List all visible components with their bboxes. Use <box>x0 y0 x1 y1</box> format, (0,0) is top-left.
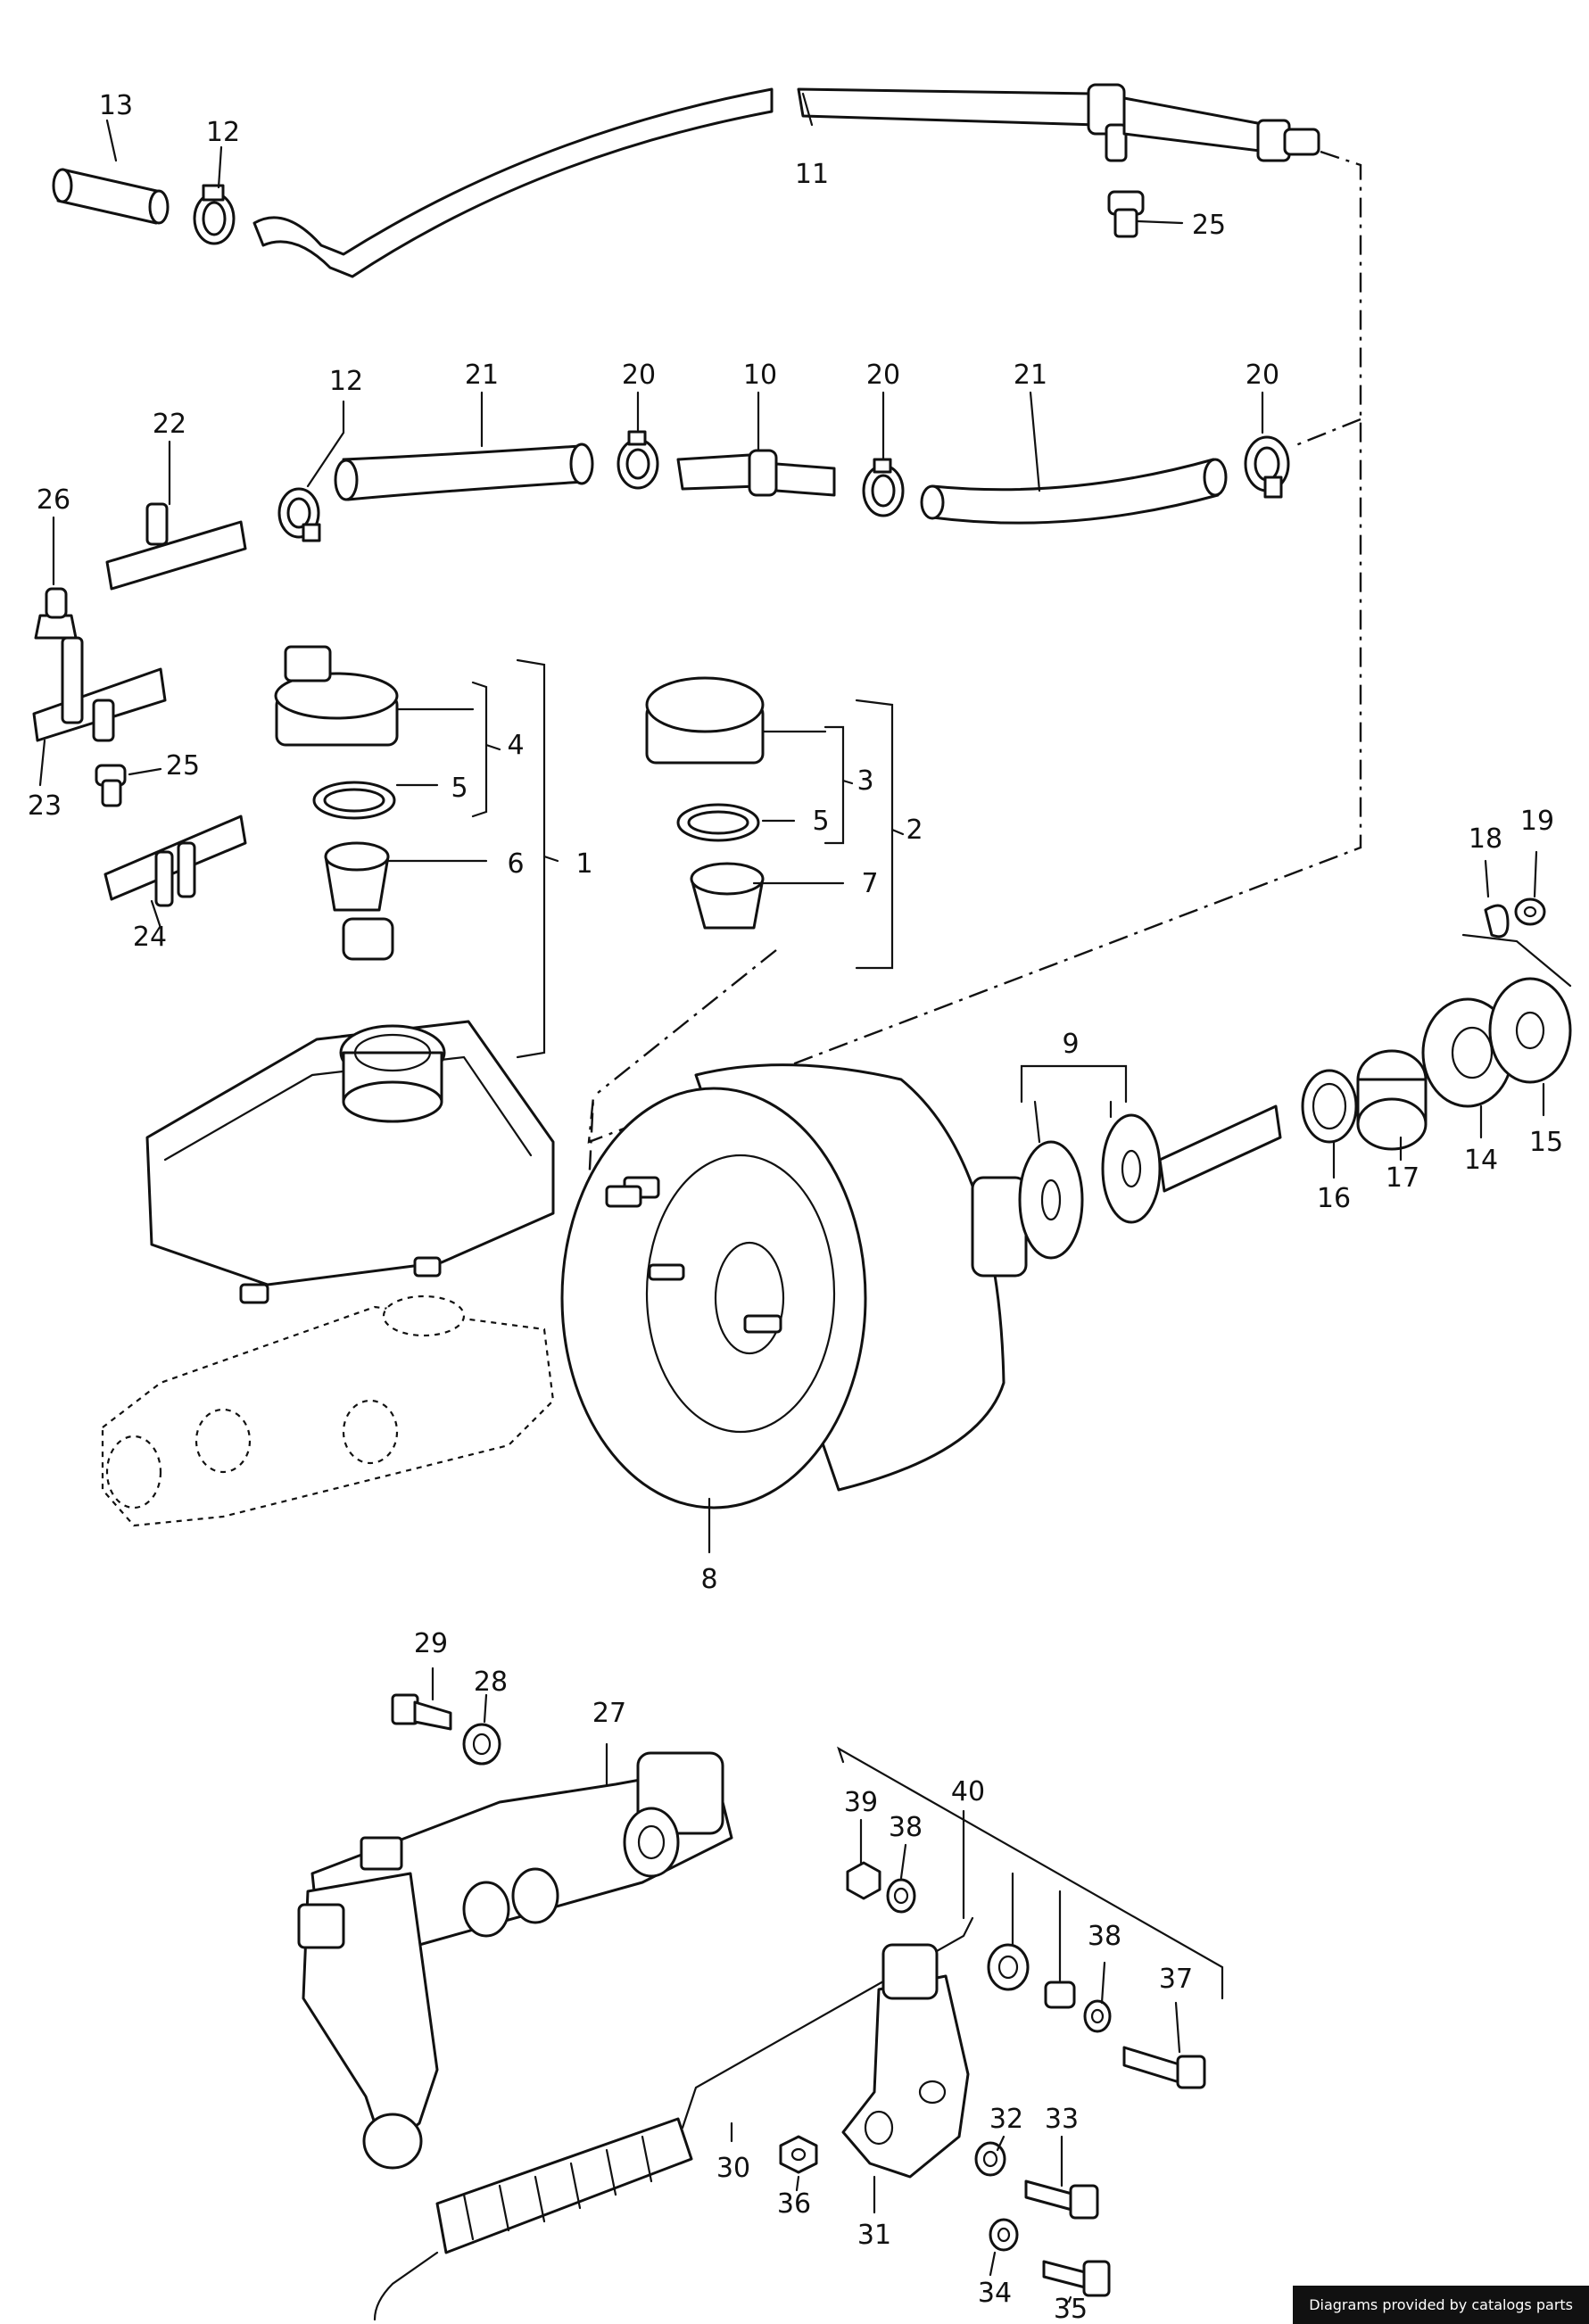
callout-36: 36 <box>777 2188 811 2220</box>
callout-35: 35 <box>1054 2294 1088 2324</box>
callout-32: 32 <box>989 2104 1023 2135</box>
callout-34: 34 <box>978 2278 1012 2309</box>
part-8-brake-booster <box>560 1063 1028 1509</box>
part-36-nut <box>779 2135 818 2174</box>
part-9-filters <box>1018 1104 1282 1260</box>
bracket-arm <box>297 1872 439 2170</box>
part-38-washer-a <box>886 1878 916 1914</box>
part-10-connector <box>676 449 836 497</box>
callout-38-b: 38 <box>1088 1921 1121 1952</box>
group-brackets <box>386 658 905 1059</box>
part-21-hose-right <box>920 458 1228 525</box>
part-12-clamp-top <box>193 184 236 245</box>
right-hardware-bracket <box>837 1746 1224 2000</box>
callout-33: 33 <box>1045 2104 1079 2135</box>
callout-3: 3 <box>857 765 873 797</box>
callout-1: 1 <box>575 848 592 880</box>
part-12-clamp-mid <box>277 487 321 542</box>
callout-7: 7 <box>861 868 878 899</box>
reference-line <box>587 150 1362 1187</box>
callout-27: 27 <box>592 1698 626 1729</box>
callout-4: 4 <box>507 730 524 761</box>
part-25-check-valve-top <box>1107 190 1145 238</box>
callout-21-right: 21 <box>1014 360 1047 391</box>
callout-21-left: 21 <box>465 360 499 391</box>
part-20-clamp-a <box>617 430 659 490</box>
callout-24: 24 <box>133 922 167 953</box>
callout-2: 2 <box>906 815 923 846</box>
callout-39: 39 <box>844 1787 878 1818</box>
callout-8: 8 <box>700 1564 717 1595</box>
callout-25-top: 25 <box>1192 210 1226 241</box>
callout-20-b: 20 <box>866 360 900 391</box>
part-34-lock-washer <box>989 2218 1019 2252</box>
leader-lines <box>38 92 1545 2303</box>
part-17-ring <box>1356 1049 1428 1151</box>
part-20-clamp-c <box>1244 435 1290 499</box>
part-33-bolt <box>1024 2179 1099 2220</box>
callout-37: 37 <box>1159 1964 1193 1995</box>
callout-25-left: 25 <box>166 750 200 782</box>
callout-23: 23 <box>28 790 62 822</box>
part-25-check-valve-left <box>95 764 127 807</box>
part-26-cap <box>34 587 78 640</box>
callout-18: 18 <box>1469 823 1502 855</box>
part-29-bolt <box>391 1693 452 1731</box>
callout-29: 29 <box>414 1628 448 1659</box>
part-7-strainer <box>690 862 765 930</box>
callout-28: 28 <box>474 1666 508 1698</box>
callout-5-left: 5 <box>451 773 468 804</box>
part-40-bushing <box>987 1943 1076 2009</box>
callout-20-c: 20 <box>1246 360 1279 391</box>
part-20-clamp-b <box>862 458 905 517</box>
callout-11: 11 <box>795 159 829 190</box>
callout-13: 13 <box>99 90 133 121</box>
part-18-19-lock-nut <box>1461 897 1572 988</box>
callout-10: 10 <box>743 360 777 391</box>
reservoir-tank <box>145 1020 555 1304</box>
part-39-nut <box>846 1861 881 1900</box>
part-24-y-connector <box>103 815 247 907</box>
part-28-washer <box>462 1723 501 1766</box>
master-cylinder-ghost <box>101 1294 555 1527</box>
callout-9: 9 <box>1062 1029 1079 1060</box>
part-32-washer <box>974 2141 1006 2177</box>
part-4-cap-with-sensor <box>274 645 399 747</box>
part-15-gasket <box>1488 977 1572 1084</box>
part-30-spring <box>373 1916 974 2321</box>
part-3-cap <box>645 676 765 765</box>
part-37-bolt <box>1122 2046 1206 2089</box>
part-5-seal-right <box>676 803 760 842</box>
callout-labels: 13 12 11 25 12 21 20 10 20 21 20 22 26 4… <box>28 90 1563 2324</box>
callout-16: 16 <box>1317 1183 1351 1214</box>
callout-12-top: 12 <box>206 117 240 148</box>
part-16-boot <box>1301 1069 1358 1144</box>
callout-22: 22 <box>153 409 186 440</box>
part-11-vacuum-hose <box>252 83 1320 278</box>
callout-12-mid: 12 <box>329 366 363 397</box>
callout-17: 17 <box>1386 1162 1419 1194</box>
part-13-tube <box>52 168 170 225</box>
callout-19: 19 <box>1520 806 1554 837</box>
callout-30: 30 <box>716 2153 750 2184</box>
callout-40: 40 <box>951 1776 985 1807</box>
part-31-lever <box>841 1943 970 2179</box>
part-21-hose-left <box>334 442 594 501</box>
callout-15: 15 <box>1529 1127 1563 1158</box>
part-6-strainer <box>324 841 394 961</box>
callout-31: 31 <box>857 2220 891 2251</box>
callout-6: 6 <box>507 848 524 880</box>
callout-26: 26 <box>37 484 70 516</box>
callout-38-a: 38 <box>889 1812 923 1843</box>
part-35-bolt <box>1042 2260 1111 2297</box>
part-38-washer-b <box>1083 1999 1112 2033</box>
callout-14: 14 <box>1464 1145 1498 1176</box>
footer-credit: Diagrams provided by catalogs parts <box>1293 2286 1589 2324</box>
part-23-cross-connector <box>32 636 167 742</box>
part-5-seal-left <box>312 781 396 820</box>
callout-20-a: 20 <box>622 360 656 391</box>
callout-5-right: 5 <box>812 806 829 837</box>
part-22-t-connector <box>105 502 247 591</box>
